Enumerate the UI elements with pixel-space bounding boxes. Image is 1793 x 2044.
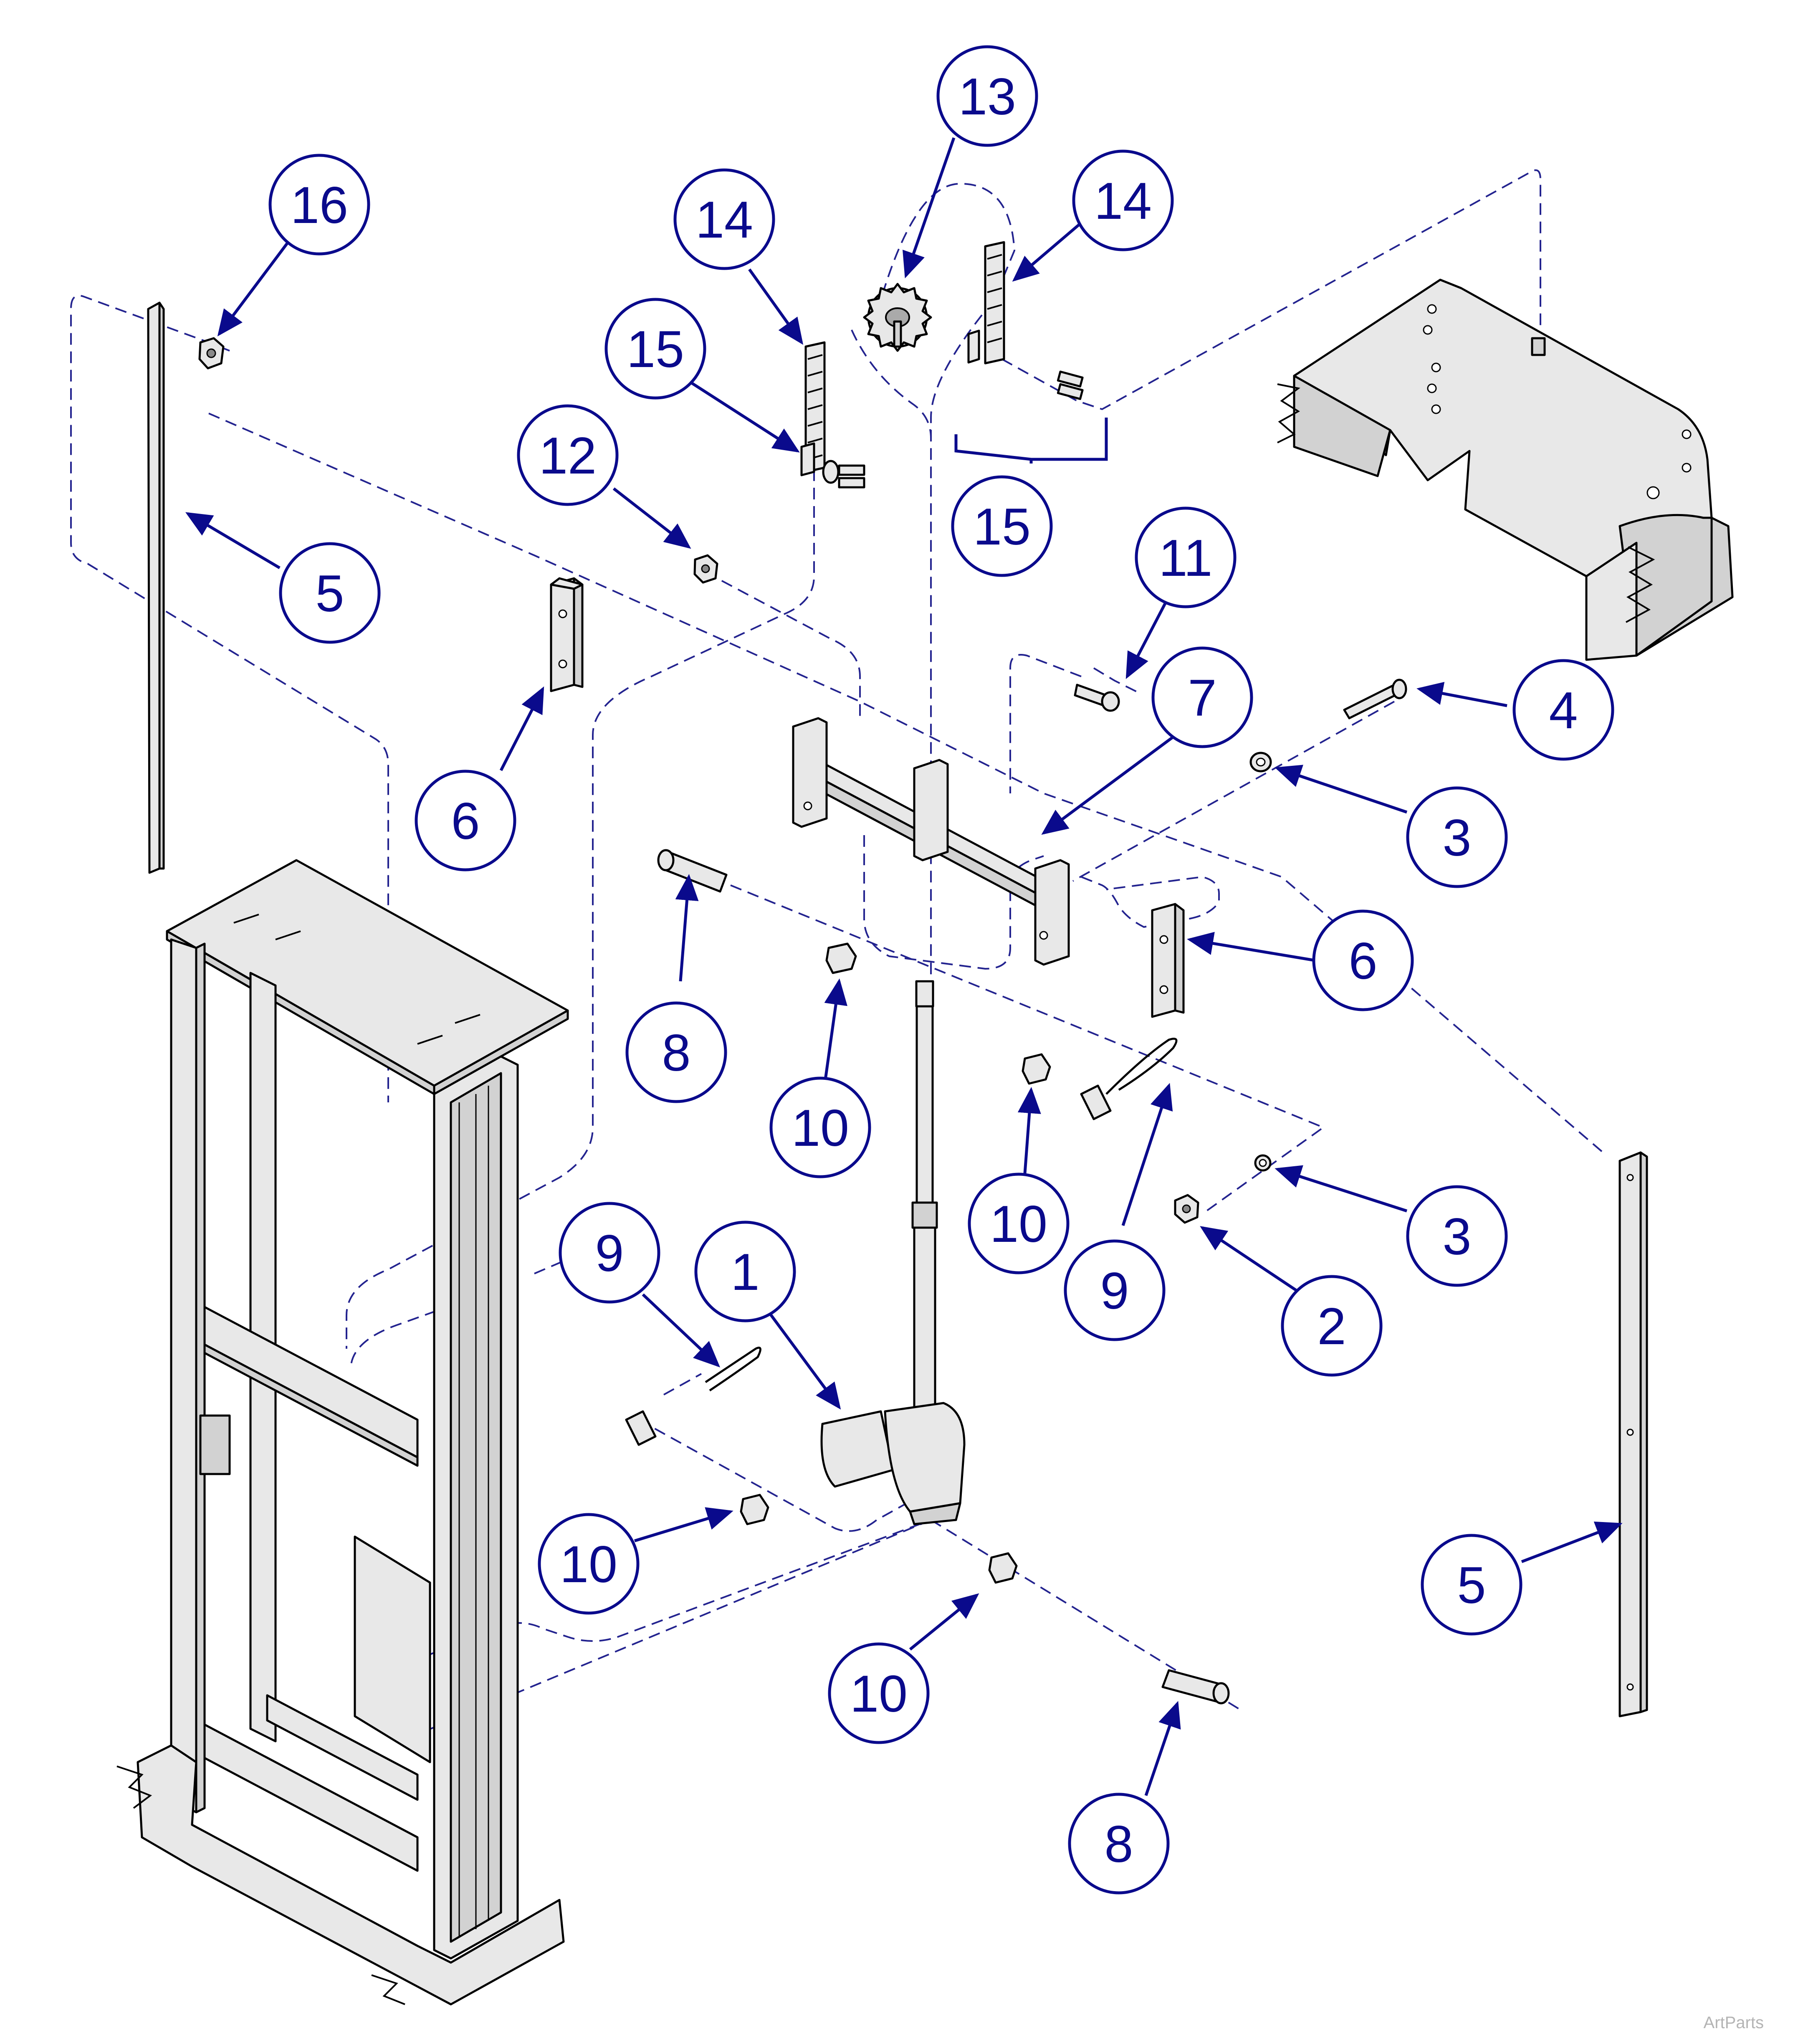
callout-1: 1 — [694, 1221, 796, 1322]
part-2-nut — [1174, 1194, 1199, 1224]
svg-text:8: 8 — [1105, 1816, 1133, 1873]
svg-text:5: 5 — [316, 565, 344, 623]
callout-arrows — [185, 137, 1623, 1796]
svg-text:8: 8 — [662, 1024, 691, 1082]
callout-9-upper: 9 — [1064, 1239, 1166, 1341]
upper-mounting-bracket — [1277, 279, 1734, 661]
part-12-nut — [693, 554, 718, 584]
callout-8-lower: 8 — [1068, 1793, 1170, 1895]
callout-10-upper-right: 10 — [968, 1173, 1070, 1274]
svg-text:1: 1 — [731, 1244, 760, 1301]
callout-3-lower: 3 — [1406, 1185, 1508, 1287]
svg-text:3: 3 — [1443, 1208, 1472, 1266]
callout-6-left: 6 — [415, 770, 516, 871]
callout-4: 4 — [1512, 659, 1614, 761]
callout-7: 7 — [1151, 646, 1253, 748]
svg-text:3: 3 — [1443, 809, 1472, 867]
callout-10-upper-left: 10 — [769, 1076, 871, 1178]
callout-12: 12 — [517, 404, 619, 506]
callout-10-lower-right: 10 — [828, 1642, 930, 1744]
callout-15-left: 15 — [604, 298, 706, 400]
column-frame — [116, 859, 569, 2006]
callout-10-lower-left: 10 — [538, 1513, 640, 1615]
svg-text:4: 4 — [1549, 682, 1578, 740]
svg-text:9: 9 — [595, 1225, 624, 1282]
svg-text:11: 11 — [1159, 529, 1213, 587]
watermark: ArtParts — [1703, 2014, 1764, 2032]
callout-5-left: 5 — [279, 542, 381, 644]
part-5-right-rail — [1619, 1151, 1648, 1717]
part-10-bushing-upper-left — [825, 942, 857, 974]
svg-text:6: 6 — [451, 793, 480, 850]
part-8-pin-lower — [1161, 1669, 1230, 1705]
svg-text:14: 14 — [1094, 172, 1152, 230]
svg-text:10: 10 — [560, 1536, 617, 1593]
part-6-spacer-right — [1151, 903, 1185, 1018]
part-1-linear-actuator — [820, 980, 966, 1525]
svg-text:7: 7 — [1188, 669, 1217, 727]
part-7-crossbar — [792, 717, 1070, 966]
callout-9-lower: 9 — [559, 1202, 660, 1304]
callout-13: 13 — [936, 45, 1038, 147]
svg-text:15: 15 — [627, 321, 684, 378]
svg-text:12: 12 — [539, 427, 597, 485]
svg-text:10: 10 — [850, 1665, 908, 1723]
svg-text:15: 15 — [973, 498, 1031, 556]
svg-text:2: 2 — [1318, 1298, 1346, 1355]
part-4-bolt — [1343, 679, 1407, 719]
part-5-left-rail — [147, 301, 165, 874]
svg-text:10: 10 — [792, 1099, 849, 1157]
callout-14-left: 14 — [673, 168, 775, 270]
callout-15-right: 15 — [951, 475, 1053, 577]
part-6-spacer-left — [550, 577, 584, 692]
part-10-bushing-lower-right — [988, 1552, 1018, 1584]
part-10-bushing-upper-right — [1022, 1053, 1051, 1085]
callout-2: 2 — [1281, 1275, 1383, 1377]
svg-text:10: 10 — [990, 1195, 1047, 1253]
svg-text:13: 13 — [958, 68, 1016, 126]
svg-text:9: 9 — [1100, 1262, 1129, 1320]
part-9-cotter-pin-lower — [625, 1347, 761, 1446]
part-3-washer-upper — [1249, 752, 1272, 773]
part-11-screw — [1074, 684, 1120, 712]
part-8-pin-upper — [657, 849, 728, 893]
svg-text:5: 5 — [1457, 1557, 1486, 1614]
callout-6-right: 6 — [1312, 909, 1414, 1011]
part-16-nut — [198, 337, 225, 370]
part-14-chain-right — [984, 241, 1005, 365]
callout-3-upper: 3 — [1406, 786, 1508, 888]
part-15-connecting-link-left — [800, 442, 865, 489]
callout-16: 16 — [268, 154, 370, 256]
svg-text:6: 6 — [1349, 932, 1378, 990]
svg-text:14: 14 — [695, 191, 753, 249]
part-15-connecting-link-right — [967, 329, 1084, 400]
part-3-washer-lower — [1254, 1154, 1272, 1172]
part-10-bushing-lower-left — [740, 1494, 769, 1525]
callout-8-upper: 8 — [625, 1001, 727, 1103]
callout-14-right: 14 — [1072, 149, 1174, 251]
svg-text:16: 16 — [291, 177, 348, 234]
part-13-sprocket — [863, 283, 932, 352]
part-9-cotter-pin-upper — [1080, 1038, 1178, 1120]
callout-11: 11 — [1135, 507, 1237, 608]
callout-5-right: 5 — [1421, 1534, 1522, 1636]
